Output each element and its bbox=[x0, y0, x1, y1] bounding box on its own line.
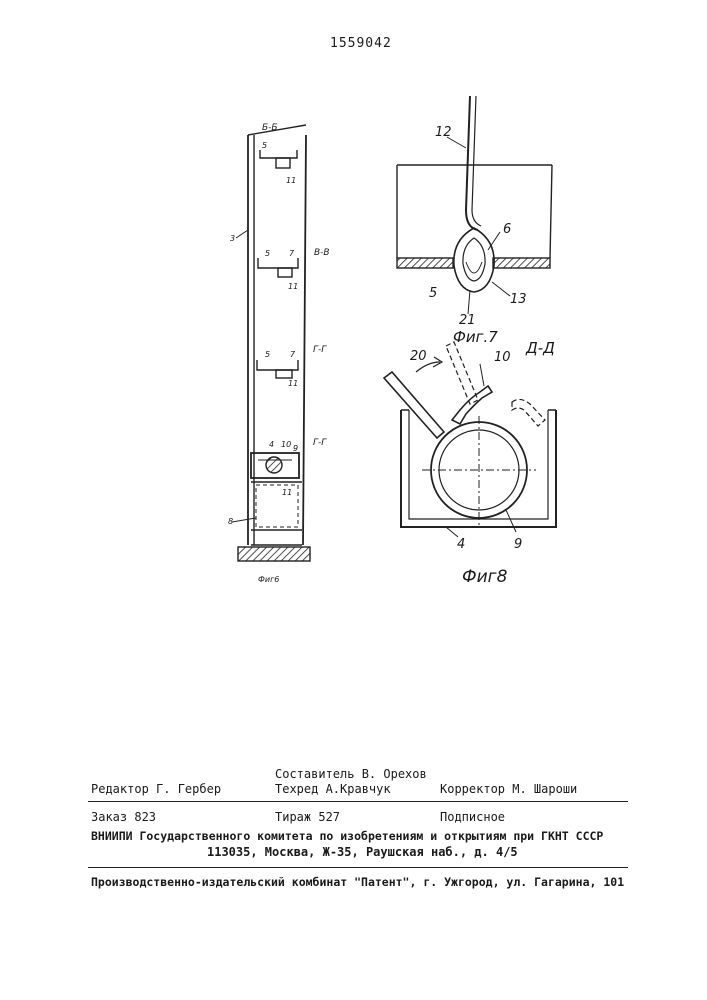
part-label: 9 bbox=[514, 537, 522, 552]
part-label: 3 bbox=[230, 234, 235, 243]
section-label-gg-1: Г-Г bbox=[313, 345, 327, 355]
part-label: 7 bbox=[290, 350, 296, 359]
part-label: 10 bbox=[281, 440, 291, 449]
part-label: 4 bbox=[457, 537, 465, 552]
part-label: 5 bbox=[262, 141, 267, 150]
part-label: 4 bbox=[269, 440, 274, 449]
print-run: Тираж 527 bbox=[275, 810, 340, 824]
section-label-gg-2: Г-Г bbox=[313, 438, 327, 448]
part-label: 8 bbox=[228, 517, 233, 526]
part-label: 5 bbox=[265, 249, 270, 258]
section-label-dd: Д-Д bbox=[525, 339, 555, 357]
figure-6 bbox=[232, 125, 310, 561]
part-label: 9 bbox=[293, 444, 298, 453]
part-label: 5 bbox=[429, 286, 437, 301]
part-label: 11 bbox=[288, 282, 298, 291]
part-label: 20 bbox=[410, 349, 427, 364]
figure-8-caption: Фиг8 bbox=[462, 567, 508, 587]
printer: Производственно-издательский комбинат "П… bbox=[91, 875, 624, 889]
compiler: Составитель В. Орехов bbox=[275, 767, 427, 781]
part-label: 10 bbox=[494, 350, 511, 365]
part-label: 21 bbox=[459, 313, 476, 328]
figure-8 bbox=[384, 342, 556, 537]
part-label: 11 bbox=[286, 176, 296, 185]
section-label-vv: В-В bbox=[314, 248, 330, 258]
part-label: 11 bbox=[288, 379, 298, 388]
part-label: 12 bbox=[435, 125, 452, 140]
org-line-2: 113035, Москва, Ж-35, Раушская наб., д. … bbox=[207, 845, 518, 859]
section-label-bb: Б-Б bbox=[262, 123, 278, 133]
divider bbox=[88, 867, 628, 868]
figure-7-labels: 12 6 5 21 13 Фиг.7 bbox=[429, 125, 527, 346]
order: Заказ 823 bbox=[91, 810, 156, 824]
figure-7 bbox=[397, 96, 552, 314]
part-label: 6 bbox=[503, 222, 511, 237]
part-label: 7 bbox=[289, 249, 295, 258]
editor: Редактор Г. Гербер bbox=[91, 782, 221, 796]
figure-6-labels: Б-Б В-В Г-Г Г-Г 3 5 11 5 7 11 5 7 11 4 1… bbox=[228, 123, 330, 584]
figure-6-caption: Фиг6 bbox=[258, 575, 279, 584]
proofreader: Корректор М. Шароши bbox=[440, 782, 577, 796]
part-label: 11 bbox=[282, 488, 292, 497]
techred: Техред А.Кравчук bbox=[275, 782, 391, 796]
org-line-1: ВНИИПИ Государственного комитета по изоб… bbox=[91, 829, 603, 843]
part-label: 5 bbox=[265, 350, 270, 359]
figure-7-caption: Фиг.7 bbox=[453, 328, 498, 346]
part-label: 13 bbox=[510, 292, 527, 307]
subscription: Подписное bbox=[440, 810, 505, 824]
divider bbox=[88, 801, 628, 802]
